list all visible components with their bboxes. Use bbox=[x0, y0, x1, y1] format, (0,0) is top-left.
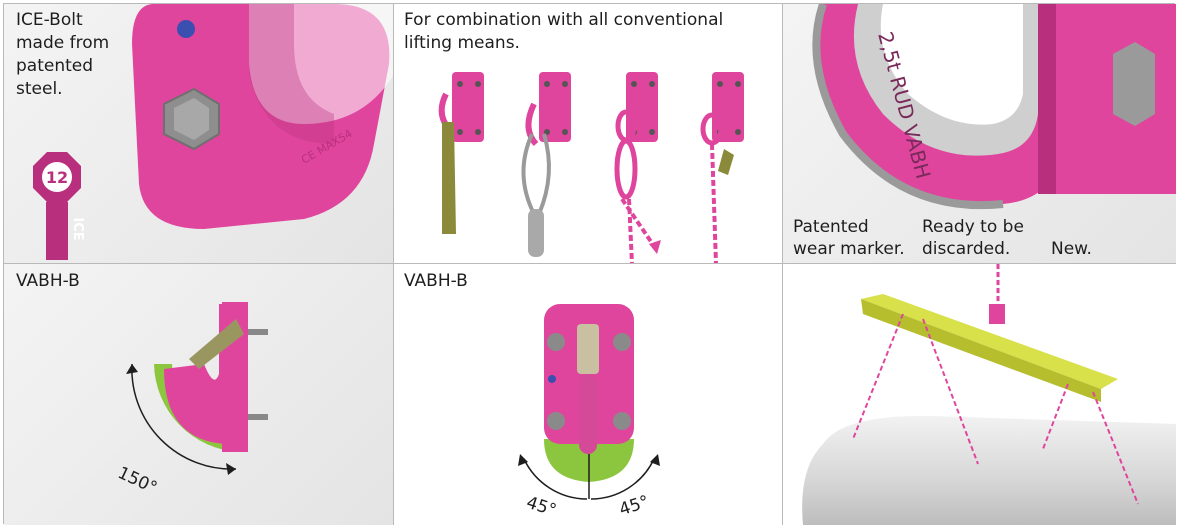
panel-vabh-side: VABH-B 150° bbox=[4, 264, 394, 525]
ice-bolt-text: ICE-Bolt made from patented steel. bbox=[16, 10, 110, 99]
caption-patented-wear-marker: Patented wear marker. bbox=[793, 217, 905, 259]
application-illustration bbox=[802, 264, 1176, 525]
wire-rope-icon bbox=[521, 72, 571, 257]
panel-wear-marker: 2,5t RUD VABH Patented wear marker. Read… bbox=[783, 4, 1176, 264]
panel-ice-bolt: ICE-Bolt made from patented steel. CE MA… bbox=[4, 4, 394, 264]
chain-master-link-icon bbox=[614, 72, 661, 263]
svg-text:45°: 45° bbox=[617, 492, 652, 520]
svg-text:12: 12 bbox=[46, 168, 68, 187]
svg-text:ICE: ICE bbox=[70, 217, 85, 240]
panel-vabh-front: VABH-B 45° 45° bbox=[394, 264, 783, 525]
product-feature-grid: ICE-Bolt made from patented steel. CE MA… bbox=[3, 3, 1176, 525]
webbing-sling-icon bbox=[438, 72, 484, 234]
vabh-side-illustration: 150° bbox=[115, 302, 268, 498]
ice-bolt-illustration: CE MAX54 12 ICE bbox=[33, 4, 393, 260]
panel-combination: For combination with all conventional li… bbox=[394, 4, 783, 264]
lifting-means-illustration bbox=[438, 72, 744, 263]
combination-text: For combination with all conventional li… bbox=[404, 10, 724, 53]
caption-new: New. bbox=[1051, 239, 1092, 259]
chain-icon bbox=[700, 72, 744, 263]
vabh-front-title: VABH-B bbox=[404, 271, 468, 291]
caption-ready-to-discard: Ready to be discarded. bbox=[922, 217, 1024, 259]
vabh-front-illustration: 45° 45° bbox=[518, 304, 660, 521]
svg-text:45°: 45° bbox=[524, 493, 559, 521]
wear-marker-illustration: 2,5t RUD VABH bbox=[812, 4, 1176, 210]
svg-text:150°: 150° bbox=[115, 463, 161, 498]
ice-logo-icon: 12 ICE bbox=[33, 152, 85, 260]
vabh-side-title: VABH-B bbox=[16, 271, 80, 291]
panel-application bbox=[783, 264, 1176, 525]
